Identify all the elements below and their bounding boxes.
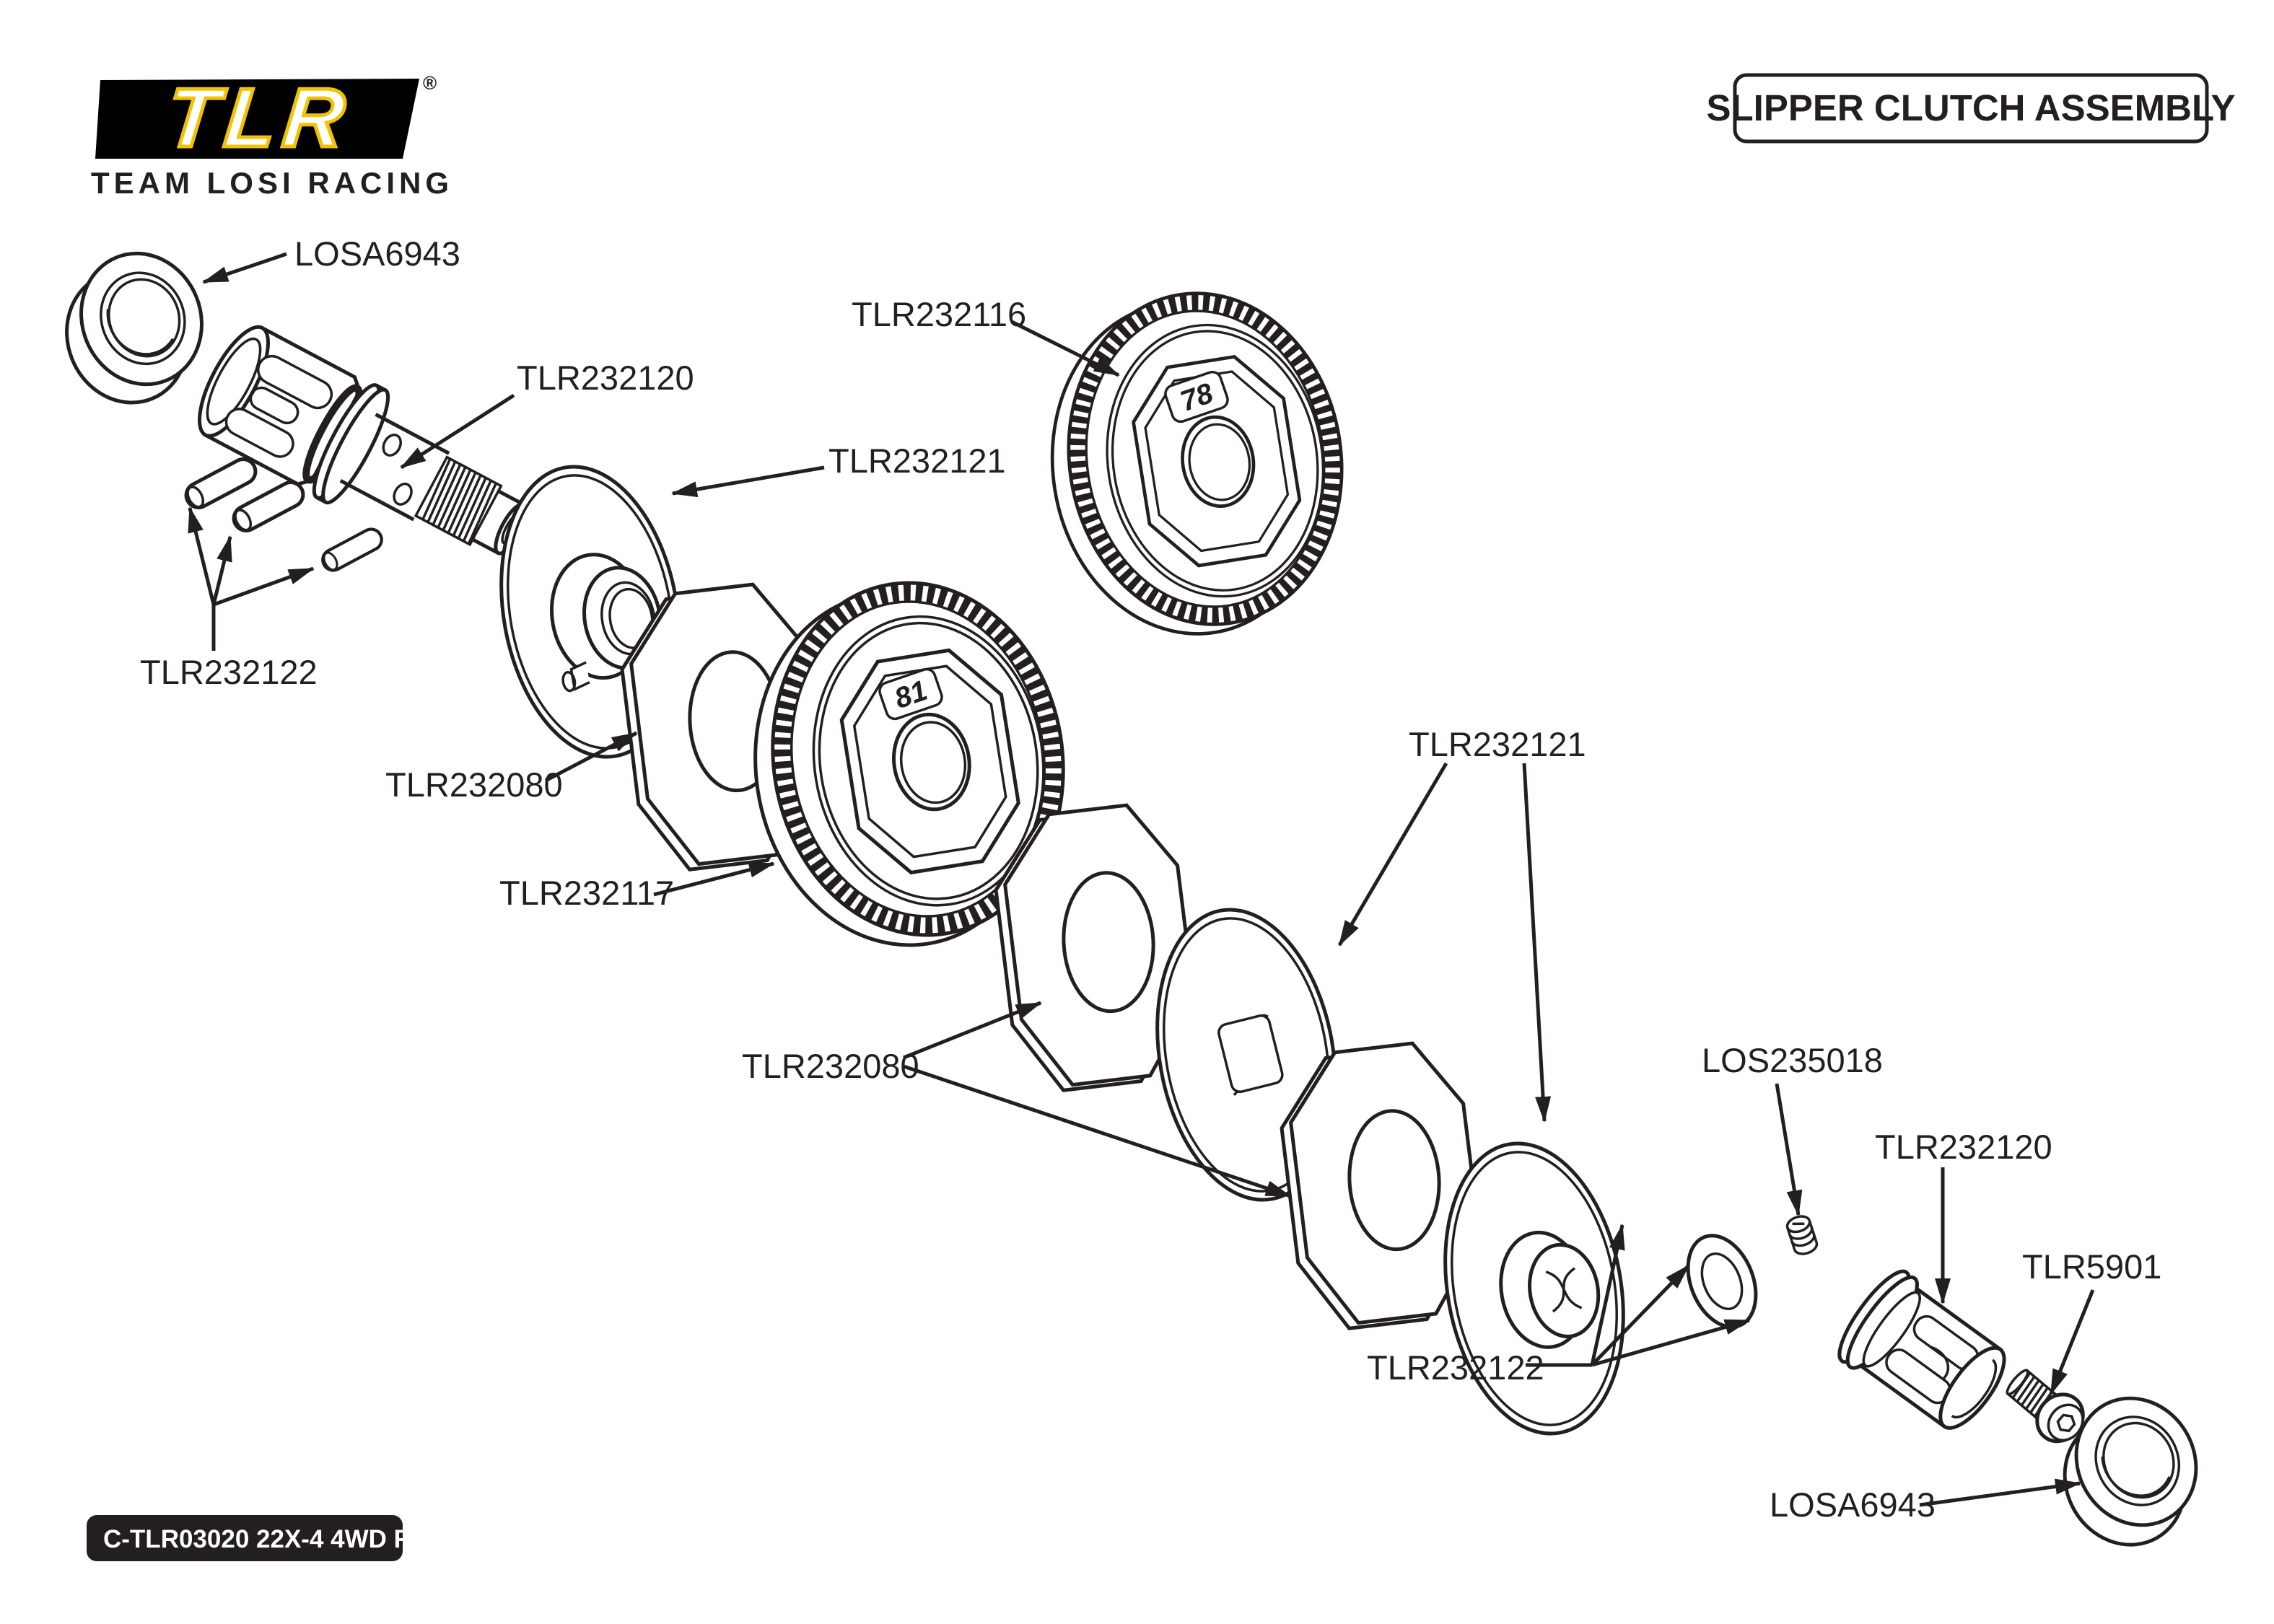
part-label-outdrive-rear: TLR232120 — [1875, 1128, 2052, 1166]
callouts: LOSA6943 TLR232120 TLR232121 TLR232116 T… — [140, 234, 2161, 1524]
part-label-bearing-front: LOSA6943 — [294, 234, 460, 273]
part-label-bearing-rear: LOSA6943 — [1770, 1485, 1936, 1524]
spring-washer — [1686, 1234, 1758, 1329]
spur-gear-78: 78 — [1028, 273, 1366, 654]
part-label-slipper-plates-rear: TLR232121 — [1409, 725, 1586, 763]
callout-spur-gear-81: TLR232117 — [499, 861, 775, 912]
diagram-title-box: SLIPPER CLUTCH ASSEMBLY — [1707, 73, 2236, 144]
callout-set-screw: LOS235018 — [1702, 1041, 1883, 1216]
slipper-plate-rear-hub — [1424, 1129, 1645, 1448]
callout-bearing-rear: LOSA6943 — [1770, 1478, 2081, 1524]
diagram-title: SLIPPER CLUTCH ASSEMBLY — [1707, 87, 2236, 128]
button-screw — [2006, 1369, 2085, 1444]
part-label-spur-gear-78: TLR232116 — [852, 295, 1026, 333]
part-label-spring-washer-nut: TLR232122 — [1367, 1348, 1544, 1387]
part-label-set-screw: LOS235018 — [1702, 1041, 1883, 1079]
tlr-logo-subtitle: TEAM LOSI RACING — [91, 166, 453, 200]
footer-kit-code: C-TLR03020 22X-4 4WD Race Kit — [103, 1525, 495, 1553]
callout-drive-pins-front: TLR232122 — [140, 506, 318, 691]
callout-outdrive-rear: TLR232120 — [1875, 1128, 2052, 1304]
callout-button-screw: TLR5901 — [2022, 1247, 2161, 1395]
callout-slipper-pad-front: TLR232080 — [385, 731, 638, 804]
tlr-logo-shape — [95, 79, 419, 159]
spur-gear-81: 81 — [729, 562, 1089, 966]
part-label-outdrive-front: TLR232120 — [517, 359, 694, 397]
footer-kit-badge: C-TLR03020 22X-4 4WD Race Kit — [87, 1515, 495, 1561]
part-label-button-screw: TLR5901 — [2022, 1247, 2161, 1286]
part-label-spur-gear-81: TLR232117 — [499, 874, 674, 912]
callout-bearing-front: LOSA6943 — [202, 234, 460, 284]
outdrive-shaft-rear — [1837, 1269, 2006, 1430]
callout-slipper-pads-rear: TLR232080 — [742, 1001, 1292, 1198]
callout-slipper-plate-front: TLR232121 — [671, 442, 1006, 498]
header: TLR ® TEAM LOSI RACING SLIPPER CLUTCH AS… — [91, 69, 2236, 200]
callout-spring-washer-nut: TLR232122 — [1367, 1224, 1751, 1387]
tlr-logo: TLR ® TEAM LOSI RACING — [91, 69, 453, 200]
callout-slipper-plates-rear: TLR232121 — [1337, 725, 1586, 1123]
part-label-slipper-pads-rear: TLR232080 — [742, 1047, 919, 1085]
callout-spur-gear-78: TLR232116 — [852, 295, 1120, 377]
tlr-logo-acronym: TLR — [162, 71, 357, 164]
set-screw — [1785, 1215, 1819, 1255]
callout-outdrive-front: TLR232120 — [400, 359, 694, 470]
bearing-front — [43, 235, 226, 421]
part-label-drive-pins-front: TLR232122 — [140, 653, 318, 691]
part-label-slipper-plate-front: TLR232121 — [828, 442, 1006, 480]
part-label-slipper-pad-front: TLR232080 — [385, 765, 563, 804]
outdrive-shaft-front — [197, 325, 528, 556]
slipper-plate-square-hole — [1136, 895, 1357, 1214]
tlr-logo-registered-mark: ® — [423, 72, 437, 94]
